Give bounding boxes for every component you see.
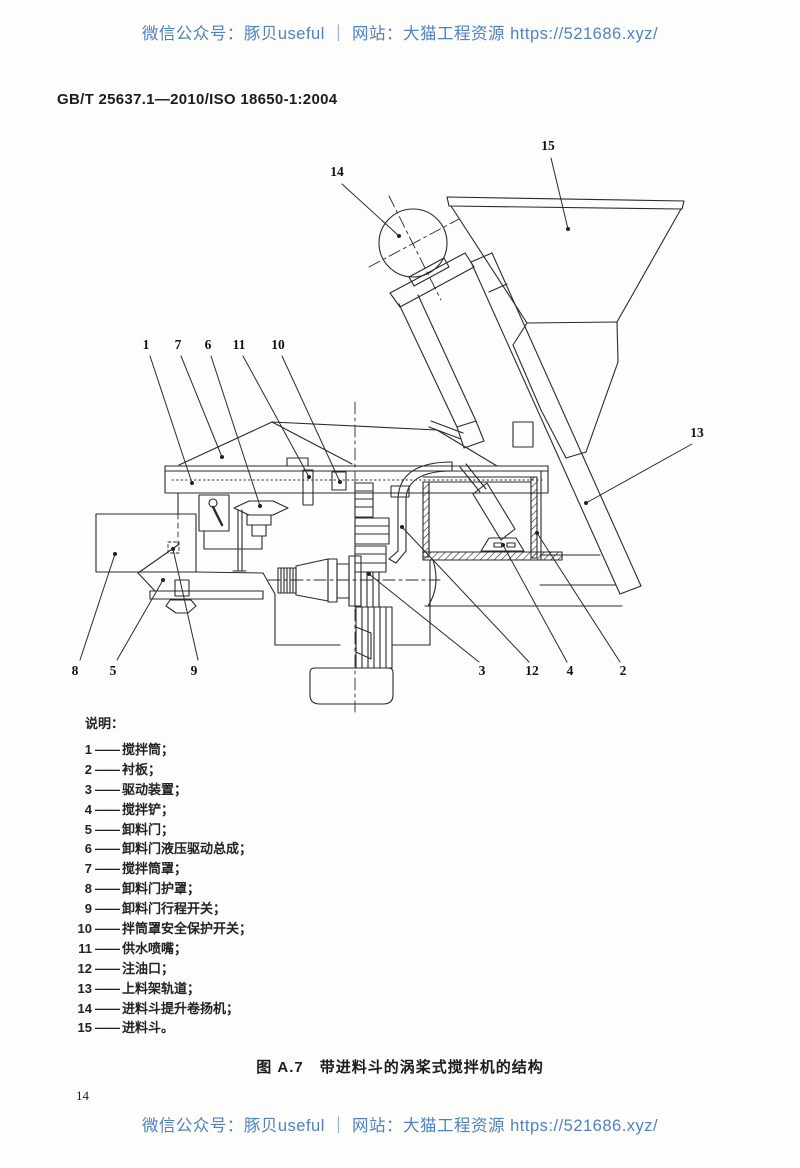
legend-item-label: 供水喷嘴； — [122, 940, 188, 956]
legend-item: 13 —— 上料架轨道； — [70, 981, 252, 1001]
figure-caption: 图 A.7 带进料斗的涡桨式搅拌机的结构 — [256, 1059, 544, 1076]
legend-item-dash: —— — [95, 1000, 120, 1016]
legend-item-label: 衬板； — [122, 761, 162, 777]
legend-item-dash: —— — [95, 960, 120, 976]
legend-item-dash: —— — [95, 921, 120, 937]
legend-item-label: 搅拌铲； — [122, 801, 175, 817]
legend-item-label: 卸料门液压驱动总成； — [122, 841, 253, 857]
legend-item: 5 —— 卸料门； — [70, 822, 252, 842]
drum-section-lining — [388, 461, 563, 564]
legend-item-number: 9 — [84, 901, 92, 917]
callout-1: 1 — [142, 337, 150, 352]
legend-item-label: 注油口； — [122, 960, 175, 976]
leader-lines — [79, 157, 693, 663]
legend-item-label: 搅拌筒罩； — [122, 861, 188, 877]
callout-3: 3 — [478, 663, 486, 678]
legend-item-label: 卸料门； — [122, 821, 175, 837]
page-number: 14 — [76, 1088, 89, 1103]
legend-item: 11 —— 供水喷嘴； — [70, 941, 252, 961]
legend-item-label: 驱动装置； — [122, 781, 188, 797]
callout-14: 14 — [330, 164, 344, 179]
legend-item-number: 6 — [84, 841, 92, 857]
legend-item-dash: —— — [95, 1020, 120, 1036]
legend-item-dash: —— — [95, 940, 120, 956]
hopper-rails — [398, 252, 642, 595]
legend-item-number: 5 — [84, 821, 92, 837]
hydraulic-drive-assembly — [198, 494, 289, 572]
legend-item-dash: —— — [95, 781, 120, 797]
legend-item-dash: —— — [95, 801, 120, 817]
callout-4: 4 — [566, 663, 574, 678]
legend-item-dash: —— — [95, 980, 120, 996]
legend-item-dash: —— — [95, 742, 120, 757]
callout-12: 12 — [525, 663, 539, 678]
legend-item: 14 —— 进料斗提升卷扬机； — [70, 1001, 252, 1021]
legend-item-dash: —— — [95, 761, 120, 777]
legend-item-number: 10 — [77, 921, 92, 937]
legend-item-number: 8 — [84, 881, 92, 897]
legend-item: 10 —— 拌筒罩安全保护开关； — [70, 921, 252, 941]
callout-8: 8 — [71, 663, 79, 678]
legend-item-label: 进料斗提升卷扬机； — [122, 1000, 240, 1016]
legend-item-number: 7 — [84, 861, 92, 877]
legend-item-dash: —— — [95, 821, 120, 837]
watermark-bottom: 微信公众号：豚贝useful ｜ 网站：大猫工程资源 https://52168… — [141, 1117, 659, 1135]
motor-assembly — [309, 554, 623, 705]
legend-item-number: 15 — [77, 1020, 92, 1036]
legend-item-label: 卸料门行程开关； — [122, 901, 227, 917]
legend-item: 9 —— 卸料门行程开关； — [70, 901, 252, 921]
watermark-top: 微信公众号：豚贝useful ｜ 网站：大猫工程资源 https://52168… — [141, 25, 659, 43]
legend-item-dash: —— — [95, 881, 120, 897]
legend-item-number: 14 — [77, 1000, 92, 1016]
legend-item: 8 —— 卸料门护罩； — [70, 881, 252, 901]
mixing-drum-ring — [164, 457, 549, 506]
callout-9: 9 — [190, 663, 198, 678]
legend-item-dash: —— — [95, 861, 120, 877]
standard-code-header: GB/T 25637.1—2010/ISO 18650-1:2004 — [57, 91, 338, 108]
legend-item-label: 搅拌筒； — [122, 742, 175, 757]
legend-item-number: 11 — [78, 940, 92, 956]
legend-item-number: 13 — [77, 980, 92, 996]
winch-drum — [368, 195, 475, 308]
legend-item: 2 —— 衬板； — [70, 762, 252, 782]
legend-item-number: 4 — [84, 801, 92, 817]
legend-item-label: 上料架轨道； — [122, 980, 201, 996]
legend-item: 7 —— 搅拌筒罩； — [70, 861, 252, 881]
callout-10: 10 — [271, 337, 285, 352]
legend-item-number: 12 — [77, 960, 92, 976]
legend-item-dash: —— — [95, 841, 120, 857]
legend: 说明： 1 —— 搅拌筒； 2 —— 衬板； 3 —— 驱动装置； 4 —— 搅… — [70, 716, 252, 1040]
feed-hopper — [446, 196, 685, 459]
legend-item: 1 —— 搅拌筒； — [70, 742, 252, 762]
legend-item: 6 —— 卸料门液压驱动总成； — [70, 841, 252, 861]
callout-5: 5 — [109, 663, 117, 678]
callout-13: 13 — [690, 425, 704, 440]
legend-item-label: 拌筒罩安全保护开关； — [122, 921, 253, 937]
drive-unit — [267, 482, 441, 608]
callout-2: 2 — [619, 663, 627, 678]
discharge-door — [137, 492, 341, 646]
legend-item: 4 —— 搅拌铲； — [70, 802, 252, 822]
legend-item-label: 进料斗。 — [122, 1020, 175, 1036]
legend-item: 3 —— 驱动装置； — [70, 782, 252, 802]
legend-item-dash: —— — [95, 901, 120, 917]
callout-15: 15 — [541, 138, 555, 153]
legend-item-number: 1 — [84, 742, 92, 757]
legend-item-label: 卸料门护罩； — [122, 881, 201, 897]
legend-item: 12 —— 注油口； — [70, 961, 252, 981]
callout-6: 6 — [204, 337, 212, 352]
callout-11: 11 — [232, 337, 246, 352]
callout-7: 7 — [174, 337, 182, 352]
legend-item-number: 2 — [84, 761, 92, 777]
legend-item-number: 3 — [84, 781, 92, 797]
legend-heading: 说明： — [85, 716, 125, 731]
drum-cover — [178, 420, 534, 467]
legend-item: 15 —— 进料斗。 — [70, 1020, 252, 1040]
